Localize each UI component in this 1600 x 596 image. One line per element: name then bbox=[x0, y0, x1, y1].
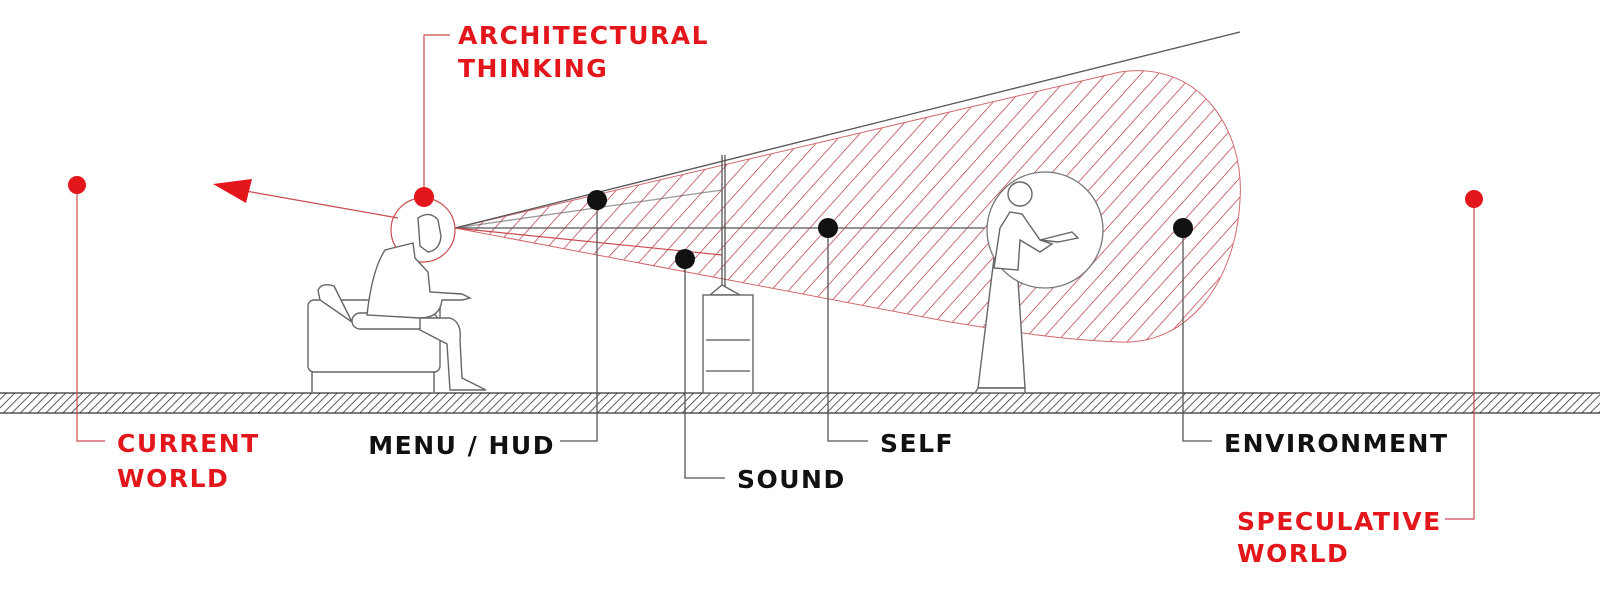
architectural-thinking-label-line2: THINKING bbox=[458, 54, 608, 83]
sight-line-top bbox=[454, 31, 1241, 229]
self-label: SELF bbox=[880, 429, 954, 458]
current-world-label-line1: CURRENT bbox=[117, 429, 260, 458]
seated-person-illustration bbox=[366, 197, 487, 391]
environment-label: ENVIRONMENT bbox=[1224, 429, 1449, 458]
environment-marker bbox=[1173, 218, 1193, 238]
current-world-marker bbox=[68, 176, 86, 194]
self-marker bbox=[818, 218, 838, 238]
speculative-world-marker bbox=[1465, 190, 1483, 208]
speculative-world-label-line1: SPECULATIVE bbox=[1237, 507, 1442, 536]
arrow-icon bbox=[213, 179, 399, 219]
avatar-figure-illustration bbox=[973, 171, 1104, 394]
architectural-thinking-label-line1: ARCHITECTURAL bbox=[458, 21, 709, 50]
current-world-label-line2: WORLD bbox=[117, 464, 229, 493]
menu-hud-marker bbox=[587, 190, 607, 210]
leader-lines bbox=[76, 34, 1475, 520]
sound-label: SOUND bbox=[737, 465, 846, 494]
speaker-stand-illustration bbox=[702, 155, 754, 394]
architectural-thinking-marker bbox=[414, 187, 434, 207]
vision-cone bbox=[454, 70, 1241, 343]
speculative-world-label-line2: WORLD bbox=[1237, 539, 1349, 568]
sound-marker bbox=[675, 249, 695, 269]
ground-hatch bbox=[0, 393, 1600, 413]
menu-hud-label: MENU / HUD bbox=[368, 431, 555, 460]
